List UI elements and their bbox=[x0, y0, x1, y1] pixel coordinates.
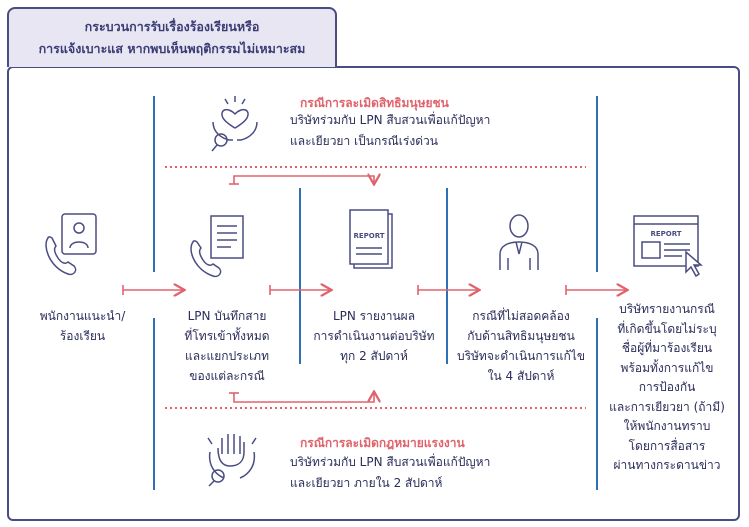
report-screen-icon: REPORT bbox=[633, 215, 704, 278]
top-escalation-arrow bbox=[233, 176, 374, 184]
step-arrow-4 bbox=[565, 285, 626, 295]
step-arrow-1 bbox=[122, 285, 183, 295]
separator-line bbox=[596, 96, 598, 272]
human-rights-case-title: กรณีการละเมิดสิทธิมนุษยชน bbox=[300, 96, 449, 110]
separator-line bbox=[299, 188, 301, 364]
separator-line bbox=[153, 96, 155, 272]
diagram-frame bbox=[7, 66, 740, 521]
title-line-1: กระบวนการรับเรื่องร้องเรียนหรือ bbox=[84, 19, 260, 34]
step-4-text: กรณีที่ไม่สอดคล้องกับด้านสิทธิมนุษยชน บร… bbox=[456, 309, 586, 383]
title-box: กระบวนการรับเรื่องร้องเรียนหรือ การแจ้งเ… bbox=[7, 7, 337, 67]
human-rights-case-line-2: และเยียวยา เป็นกรณีเร่งด่วน bbox=[290, 134, 438, 148]
raised-fist-icon bbox=[207, 434, 257, 487]
phone-complaint-icon bbox=[45, 213, 97, 276]
bottom-escalation-arrow bbox=[233, 393, 374, 403]
separator-line bbox=[446, 188, 448, 364]
step-arrow-3 bbox=[417, 285, 478, 295]
title-line-2: การแจ้งเบาะแส หากพบเห็นพฤติกรรมไม่เหมาะส… bbox=[38, 41, 306, 56]
step-2-text: LPN บันทึกสายที่โทรเข้าทั้งหมด และแยกประ… bbox=[184, 309, 270, 383]
human-rights-case-line-1: บริษัทร่วมกับ LPN สืบสวนเพื่อแก้ปัญหา bbox=[290, 113, 491, 127]
labor-law-case-title: กรณีการละเมิดกฎหมายแรงงาน bbox=[300, 436, 465, 450]
separator-line bbox=[153, 318, 155, 490]
report-label: REPORT bbox=[650, 230, 681, 238]
step-1-text: พนักงานแนะนำ/ร้องเรียน bbox=[39, 309, 126, 343]
phone-document-icon bbox=[190, 215, 244, 278]
separator-line bbox=[596, 318, 598, 490]
report-label: REPORT bbox=[353, 232, 384, 240]
step-arrow-2 bbox=[269, 285, 330, 295]
labor-law-case-line-2: และเยียวยา ภายใน 2 สัปดาห์ bbox=[290, 476, 443, 490]
report-document-icon: REPORT bbox=[349, 209, 393, 269]
step-3-text: LPN รายงานผลการดำเนินงานต่อบริษัท ทุก 2 … bbox=[313, 309, 435, 363]
step-5-text: บริษัทรายงานกรณีที่เกิดขึ้นโดยไม่ระบุ ชื… bbox=[609, 302, 725, 472]
hands-heart-icon bbox=[211, 96, 258, 152]
person-icon bbox=[499, 214, 539, 270]
labor-law-case-line-1: บริษัทร่วมกับ LPN สืบสวนเพื่อแก้ปัญหา bbox=[290, 455, 491, 469]
